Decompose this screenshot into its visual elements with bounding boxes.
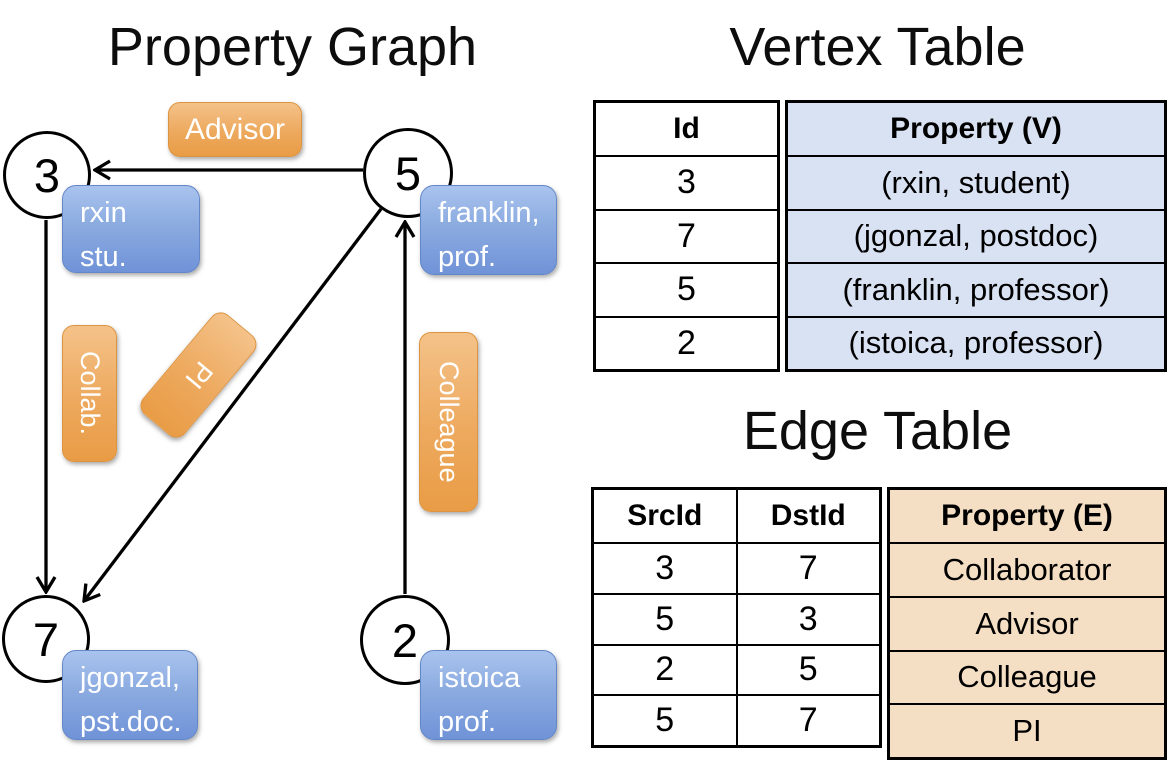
edge-table-header-property: Property (E) <box>941 499 1113 532</box>
vertex-property-rxin-line2: stu. <box>80 240 127 273</box>
vertex-node-7-id: 7 <box>32 612 60 666</box>
edge-table-property-cell: Colleague <box>890 649 1164 704</box>
edge-table-dstid-cell: 5 <box>735 645 880 695</box>
vertex-property-box-istoica: istoica prof. <box>420 650 557 740</box>
edge-pi-5-to-7 <box>84 208 383 601</box>
vertex-table-id-cell: 7 <box>596 208 777 263</box>
vertex-property-istoica-line2: prof. <box>438 705 497 738</box>
vertex-property-franklin-line1: franklin, <box>438 197 540 229</box>
edge-table-row: 5 7 <box>594 694 879 745</box>
vertex-node-5: 5 <box>363 128 453 218</box>
edge-table-property-cell: Advisor <box>890 595 1164 650</box>
edge-table-header-dstid: DstId <box>735 490 880 542</box>
vertex-table-property-cell: (franklin, professor) <box>788 262 1164 316</box>
vertex-property-box-franklin: franklin, prof. <box>420 185 557 275</box>
vertex-table-id-cell: 3 <box>596 155 777 209</box>
edge-table-property-cell: Collaborator <box>890 542 1164 596</box>
edge-table-title: Edge Table <box>742 401 1013 461</box>
edge-table-header-row: SrcId DstId <box>594 490 879 542</box>
edge-table-row: 2 5 <box>594 643 880 695</box>
edge-table-dstid-cell: 7 <box>735 696 880 745</box>
edge-table-srcid-cell: 2 <box>655 650 675 689</box>
vertex-node-3-id: 3 <box>33 148 61 202</box>
edge-label-colleague: Colleague <box>419 332 478 512</box>
vertex-property-istoica-line1: istoica <box>438 662 521 694</box>
vertex-node-2-id: 2 <box>391 613 419 667</box>
edge-table-srcid-cell: 5 <box>655 701 675 740</box>
edge-table-row: 3 7 <box>594 542 879 593</box>
vertex-property-jgonzal-line2: pst.doc. <box>80 705 182 738</box>
vertex-node-2: 2 <box>360 595 450 685</box>
edge-table-srcid-cell: 5 <box>655 599 675 638</box>
edge-table-dstid-cell: 7 <box>735 544 880 593</box>
vertex-table-id-cell: 2 <box>596 315 777 370</box>
vertex-property-jgonzal-line1: jgonzal, <box>80 662 180 694</box>
edge-table-property-column: Property (E) Collaborator Advisor Collea… <box>887 487 1167 760</box>
vertex-property-box-rxin: rxin stu. <box>62 185 200 273</box>
edge-table-dstid-cell: 3 <box>735 594 880 644</box>
vertex-table-property-cell: (rxin, student) <box>788 155 1164 209</box>
edge-table-property-cell: PI <box>890 703 1164 757</box>
vertex-table-title: Vertex Table <box>729 17 1026 77</box>
vertex-property-franklin-line2: prof. <box>438 240 497 273</box>
edge-table-ids-columns: SrcId DstId 3 7 5 3 2 5 5 7 <box>591 487 882 748</box>
edge-table-row: 5 3 <box>594 592 880 644</box>
vertex-table-property-cell: (jgonzal, postdoc) <box>788 208 1164 263</box>
vertex-table-header-property: Property (V) <box>890 112 1062 145</box>
property-graph-title: Property Graph <box>107 17 478 77</box>
vertex-table-header-id: Id <box>673 112 700 145</box>
edge-table-srcid-cell: 3 <box>655 548 675 587</box>
vertex-property-rxin-line1: rxin <box>80 197 127 229</box>
vertex-table-id-cell: 5 <box>596 262 777 316</box>
edge-table-header-srcid: SrcId <box>627 499 703 532</box>
vertex-node-5-id: 5 <box>394 146 422 200</box>
edge-label-advisor: Advisor <box>168 102 302 157</box>
vertex-property-box-jgonzal: jgonzal, pst.doc. <box>62 650 198 740</box>
graph-edges-layer <box>0 0 585 760</box>
vertex-table-property-column: Property (V) (rxin, student) (jgonzal, p… <box>785 100 1167 372</box>
vertex-table-property-cell: (istoica, professor) <box>788 315 1164 370</box>
edge-label-collab: Collab. <box>62 325 117 462</box>
vertex-table-id-column: Id 3 7 5 2 <box>593 100 780 372</box>
